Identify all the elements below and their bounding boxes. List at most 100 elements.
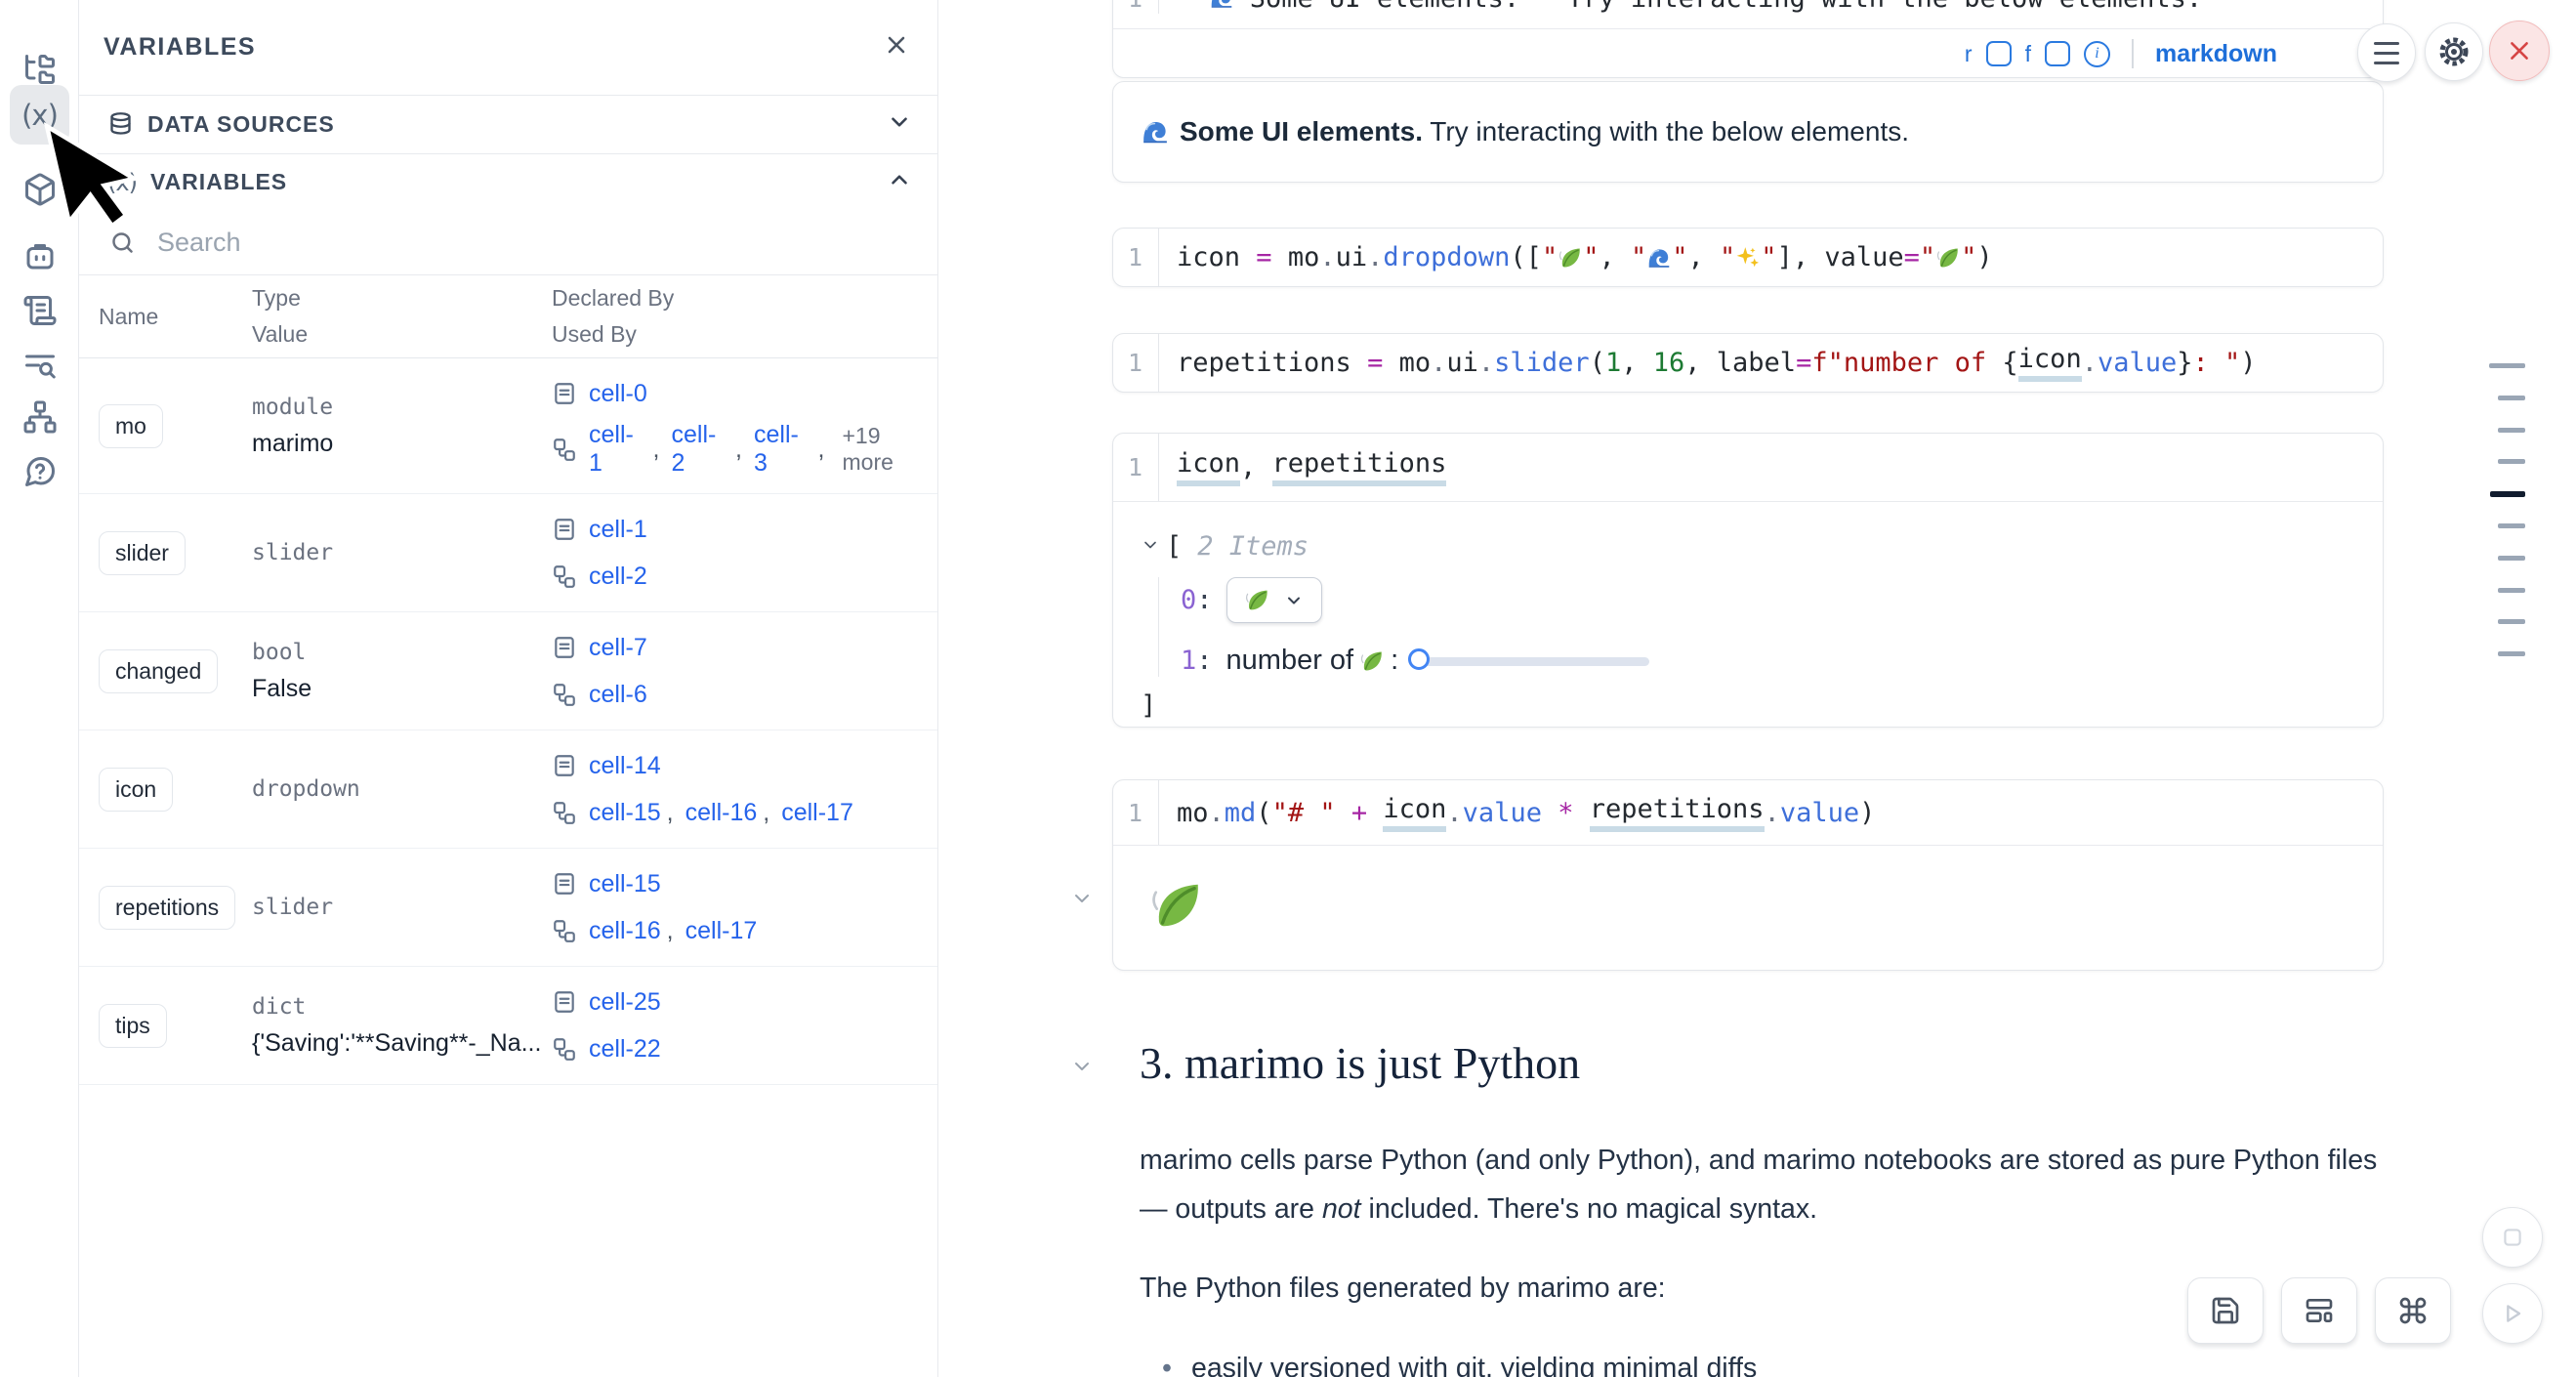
save-button[interactable] [2187, 1277, 2264, 1344]
more-cells-label[interactable]: +19 more [842, 423, 893, 475]
md-rest-text: Try interacting with the below elements. [1422, 116, 1909, 146]
format-toggle[interactable] [2044, 41, 2070, 66]
cell-link[interactable]: cell-1 [589, 421, 634, 477]
run-toggle[interactable] [1985, 41, 2012, 66]
used-by-line: cell-16,cell-17 [552, 911, 937, 950]
cell-link[interactable]: cell-7 [589, 633, 647, 661]
variable-name-badge[interactable]: slider [99, 530, 186, 575]
run-button[interactable] [2482, 1283, 2543, 1344]
data-sources-section-header[interactable]: DATA SOURCES [79, 96, 937, 154]
slider-track[interactable] [1410, 656, 1650, 666]
minimap-mark[interactable] [2498, 523, 2525, 528]
cell-link[interactable]: cell-2 [589, 562, 647, 590]
sidebar-item-logs[interactable] [10, 280, 69, 340]
mouse-cursor [43, 121, 141, 230]
used-by-line: cell-6 [552, 675, 937, 714]
section-collapse-chevron-icon[interactable] [1070, 1055, 1094, 1083]
cell-editor[interactable]: 1 icon, repetitions [1113, 434, 2383, 501]
line-number: 1 [1113, 0, 1158, 13]
tree-key: 0 [1181, 585, 1197, 615]
code-line[interactable]: repetitions = mo.ui.slider(1, 16, label=… [1158, 334, 2257, 392]
variable-name-badge[interactable]: icon [99, 767, 174, 812]
cell-link[interactable]: cell-3 [754, 421, 799, 477]
cell-link[interactable]: cell-16 [685, 798, 758, 826]
cell-footer: r f i markdown [1113, 29, 2383, 78]
minimap-mark[interactable] [2498, 555, 2525, 561]
cell-link[interactable]: cell-14 [589, 751, 661, 779]
cell-link[interactable]: cell-22 [589, 1034, 661, 1063]
sidebar-item-file-explorer[interactable] [10, 39, 69, 99]
save-icon [2212, 1297, 2239, 1324]
cell-link[interactable]: cell-1 [589, 515, 647, 543]
sidebar-item-help[interactable] [10, 441, 69, 501]
minimap-mark[interactable] [2498, 587, 2525, 593]
cell-link[interactable]: cell-17 [781, 798, 853, 826]
minimap-mark[interactable] [2498, 619, 2525, 625]
leaf-emoji [1935, 245, 1961, 271]
keyboard-shortcuts-button[interactable] [2375, 1277, 2451, 1344]
variables-section-header[interactable]: (x) VARIABLES [79, 154, 937, 210]
declared-by-line: cell-7 [552, 628, 937, 667]
minimap-mark[interactable] [2498, 459, 2525, 465]
layout-button[interactable] [2281, 1277, 2357, 1344]
panel-title: VARIABLES [104, 33, 257, 61]
play-icon [2507, 1305, 2521, 1322]
code-line[interactable]: icon = mo.ui.dropdown([" ", " ", " "], v… [1158, 229, 1993, 286]
cell-link[interactable]: cell-15 [589, 798, 661, 826]
dropdown-select[interactable] [1226, 577, 1322, 623]
file-explorer-icon [22, 52, 58, 87]
stop-button[interactable] [2482, 1207, 2543, 1268]
minimap-mark[interactable] [2489, 363, 2525, 368]
minimap-mark[interactable] [2498, 395, 2525, 400]
cell-editor[interactable]: 1 icon = mo.ui.dropdown([" ", " ", " "],… [1113, 229, 2383, 286]
variable-name-badge[interactable]: changed [99, 648, 219, 693]
sidebar-item-ai-assistant[interactable] [10, 226, 69, 285]
cell-link[interactable]: cell-2 [671, 421, 717, 477]
sidebar-item-packages[interactable] [10, 159, 69, 219]
tree-output: [ 2 Items 0 : 1 : number [1113, 502, 2383, 721]
code-line[interactable]: ** Some UI elements.** Try interacting w… [1158, 0, 2202, 14]
document-icon [552, 381, 577, 406]
section-heading: 3. marimo is just Python [1140, 1038, 1581, 1088]
document-icon [552, 517, 577, 542]
output-collapse-chevron-icon[interactable] [1070, 887, 1094, 915]
settings-button[interactable] [2425, 22, 2483, 81]
logs-icon [22, 293, 58, 328]
open-bracket: [ [1166, 531, 1183, 562]
cell-link[interactable]: cell-15 [589, 869, 661, 897]
cell-link[interactable]: cell-0 [589, 379, 647, 407]
leaf-emoji [1244, 587, 1270, 613]
sidebar-item-snippets[interactable] [10, 335, 69, 395]
code-line[interactable]: icon, repetitions [1158, 434, 1447, 501]
code-line[interactable]: mo.md("# " + icon.value * repetitions.va… [1158, 780, 1875, 845]
variable-name-badge[interactable]: tips [99, 1003, 167, 1048]
minimap-mark[interactable] [2490, 491, 2525, 498]
leaf-emoji [1359, 648, 1385, 674]
variable-name-badge[interactable]: repetitions [99, 885, 236, 930]
cell-name-button[interactable]: markdown [2154, 39, 2277, 67]
cell-link[interactable]: cell-16 [589, 916, 661, 944]
markdown-cell-editor[interactable]: 1 ** Some UI elements.** Try interacting… [1113, 0, 2383, 28]
minimap-mark[interactable] [2498, 427, 2525, 433]
cell-link[interactable]: cell-25 [589, 987, 661, 1016]
code-cell-md: 1 mo.md("# " + icon.value * repetitions.… [1112, 779, 2384, 971]
sidebar-item-dependencies[interactable] [10, 387, 69, 446]
info-icon[interactable]: i [2083, 40, 2110, 67]
md-leaf-output [1113, 846, 2383, 939]
slider-thumb[interactable] [1408, 647, 1431, 670]
cell-link[interactable]: cell-17 [685, 916, 758, 944]
close-icon[interactable] [883, 31, 910, 63]
cell-link[interactable]: cell-6 [589, 680, 647, 708]
collapse-chevron-icon[interactable] [1141, 531, 1160, 562]
search-input[interactable] [157, 227, 743, 258]
minimap-mark[interactable] [2498, 651, 2525, 657]
leaf-emoji [1148, 877, 1205, 934]
notebook-menu-button[interactable] [2357, 23, 2416, 82]
shutdown-button[interactable] [2489, 21, 2550, 81]
ui-slider[interactable] [1408, 647, 1650, 674]
cell-editor[interactable]: 1 repetitions = mo.ui.slider(1, 16, labe… [1113, 334, 2383, 392]
variable-name-badge[interactable]: mo [99, 403, 163, 448]
cell-editor[interactable]: 1 mo.md("# " + icon.value * repetitions.… [1113, 780, 2383, 845]
